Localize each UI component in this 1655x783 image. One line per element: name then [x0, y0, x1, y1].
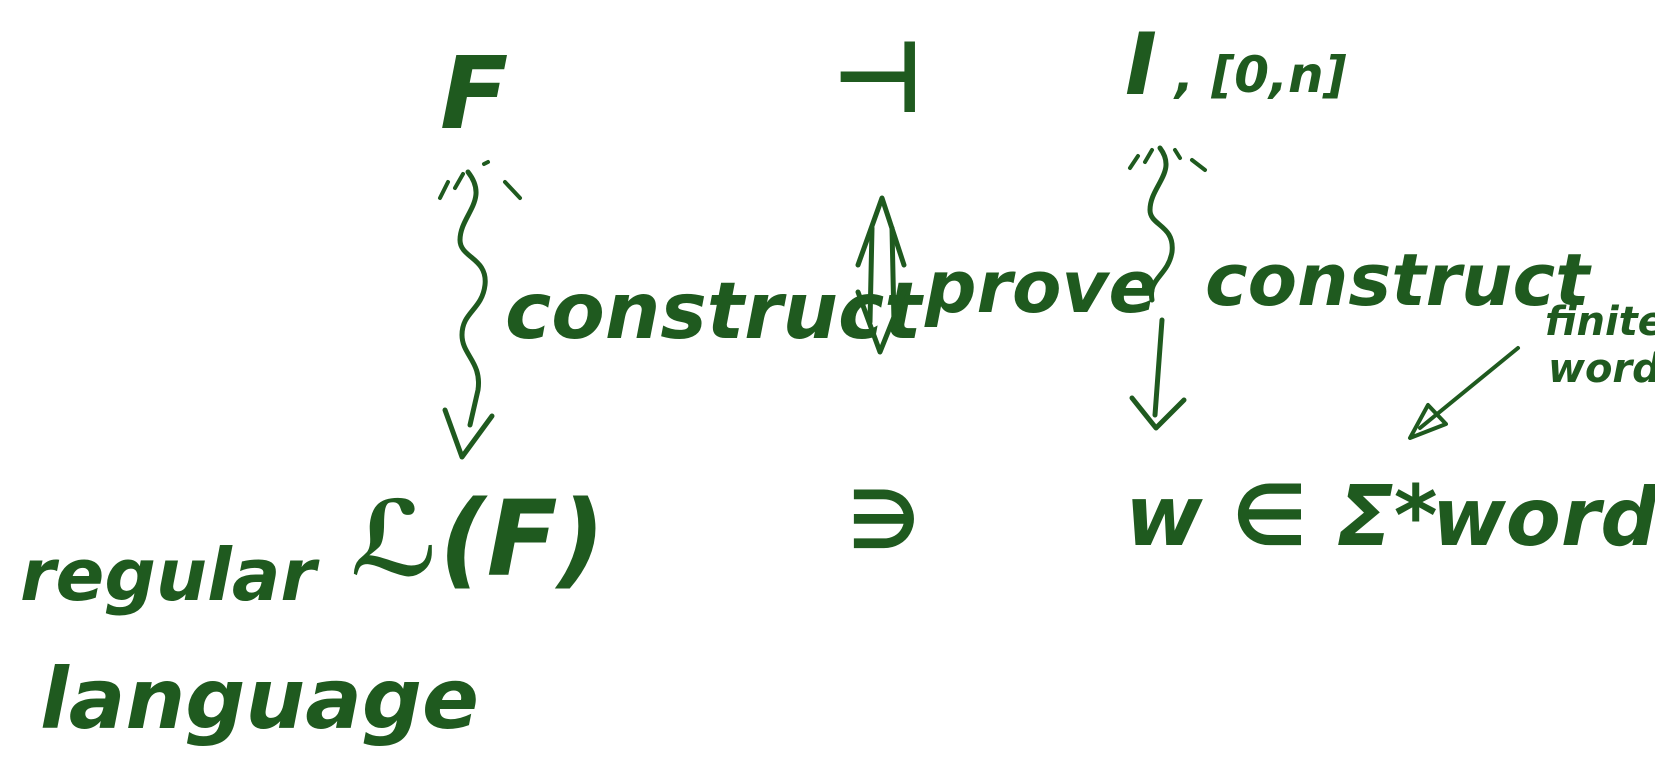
finite-words-label-line1: finite — [1545, 299, 1655, 345]
regular-language-label-line1: regular — [20, 533, 320, 617]
prove-double-arrow — [855, 195, 907, 355]
regular-language-expression: ℒ(F) — [350, 478, 605, 600]
interpretation-i: I — [1125, 15, 1157, 115]
right-construct-arrow — [1128, 145, 1207, 431]
finite-words-label-line2: words — [1548, 346, 1655, 392]
regular-language-label-line2: language — [40, 650, 479, 748]
right-construct-label: construct — [1205, 238, 1592, 322]
left-construct-arrow — [438, 160, 522, 460]
word-label: word — [1432, 471, 1655, 564]
interval-label: , [0,n] — [1173, 46, 1347, 104]
middle-prove-label: prove — [924, 245, 1157, 329]
word-membership-expression: w ∈ Σ* — [1125, 467, 1438, 565]
relation-bottom-symbol: ∋ — [848, 474, 920, 567]
formula-f: F — [440, 35, 508, 152]
left-construct-label: construct — [505, 267, 924, 357]
relation-top-symbol: ⊣ — [832, 19, 923, 136]
finite-words-arrow — [1408, 346, 1520, 440]
